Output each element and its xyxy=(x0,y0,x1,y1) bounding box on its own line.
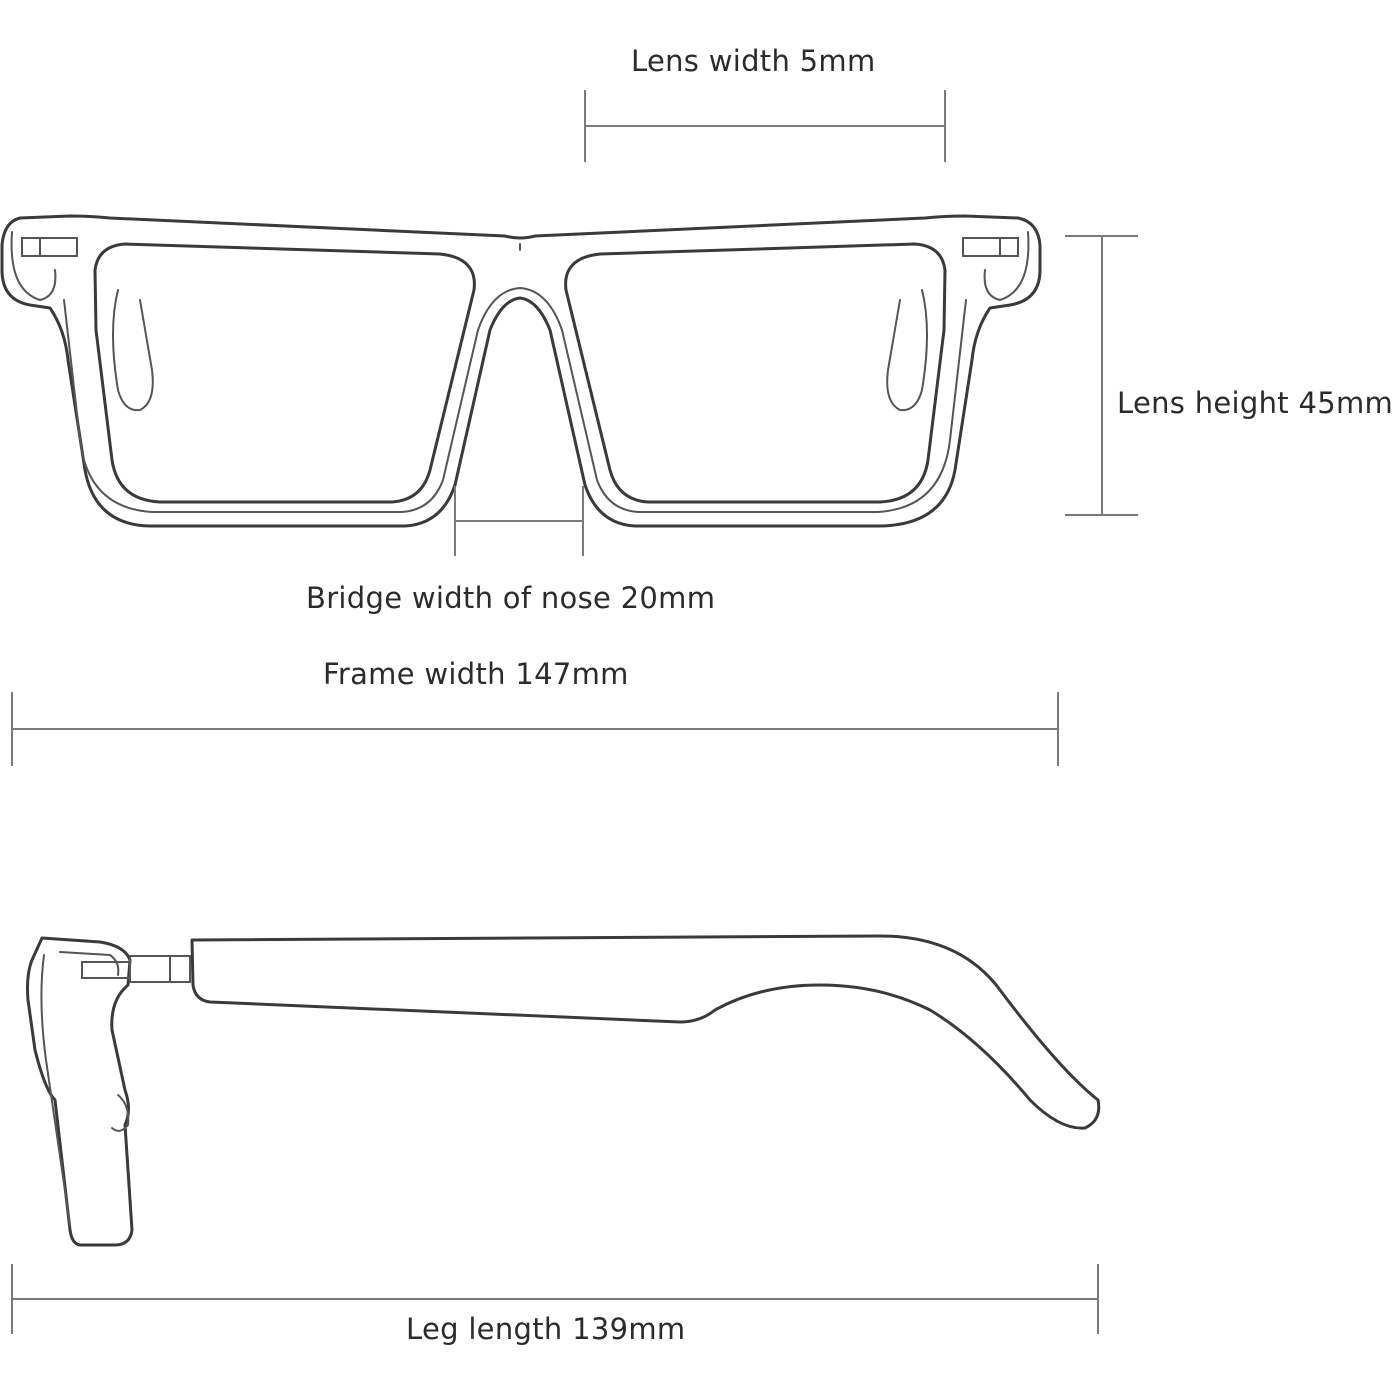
frame-outer xyxy=(0,214,1042,528)
lens-width-label: Lens width 5mm xyxy=(631,44,876,78)
bridge-width-label: Bridge width of nose 20mm xyxy=(306,581,716,615)
right-hinge xyxy=(962,231,1030,302)
left-hinge xyxy=(10,231,78,302)
left-nose-pad xyxy=(112,289,154,412)
side-frame-profile xyxy=(26,936,134,1247)
side-view xyxy=(26,934,1101,1247)
left-lens xyxy=(93,242,476,504)
lens-height-label: Lens height 45mm xyxy=(1117,386,1394,420)
front-view xyxy=(0,214,1042,528)
lens-height-dimension xyxy=(1065,235,1138,516)
frame-width-dimension xyxy=(11,692,1059,766)
bridge-width-dimension xyxy=(454,486,584,556)
side-hinge xyxy=(81,955,191,983)
temple-arm xyxy=(190,934,1101,1130)
leg-length-label: Leg length 139mm xyxy=(406,1312,686,1346)
frame-inner-edge xyxy=(63,286,967,513)
right-nose-pad xyxy=(886,289,928,412)
frame-width-label: Frame width 147mm xyxy=(323,657,629,691)
side-nose-pad xyxy=(111,1094,130,1132)
side-frame-inner xyxy=(40,954,71,1226)
side-frame-inner-2 xyxy=(59,951,120,976)
right-lens xyxy=(564,242,947,504)
leg-length-dimension xyxy=(11,1264,1099,1334)
lens-width-dimension xyxy=(584,90,946,162)
